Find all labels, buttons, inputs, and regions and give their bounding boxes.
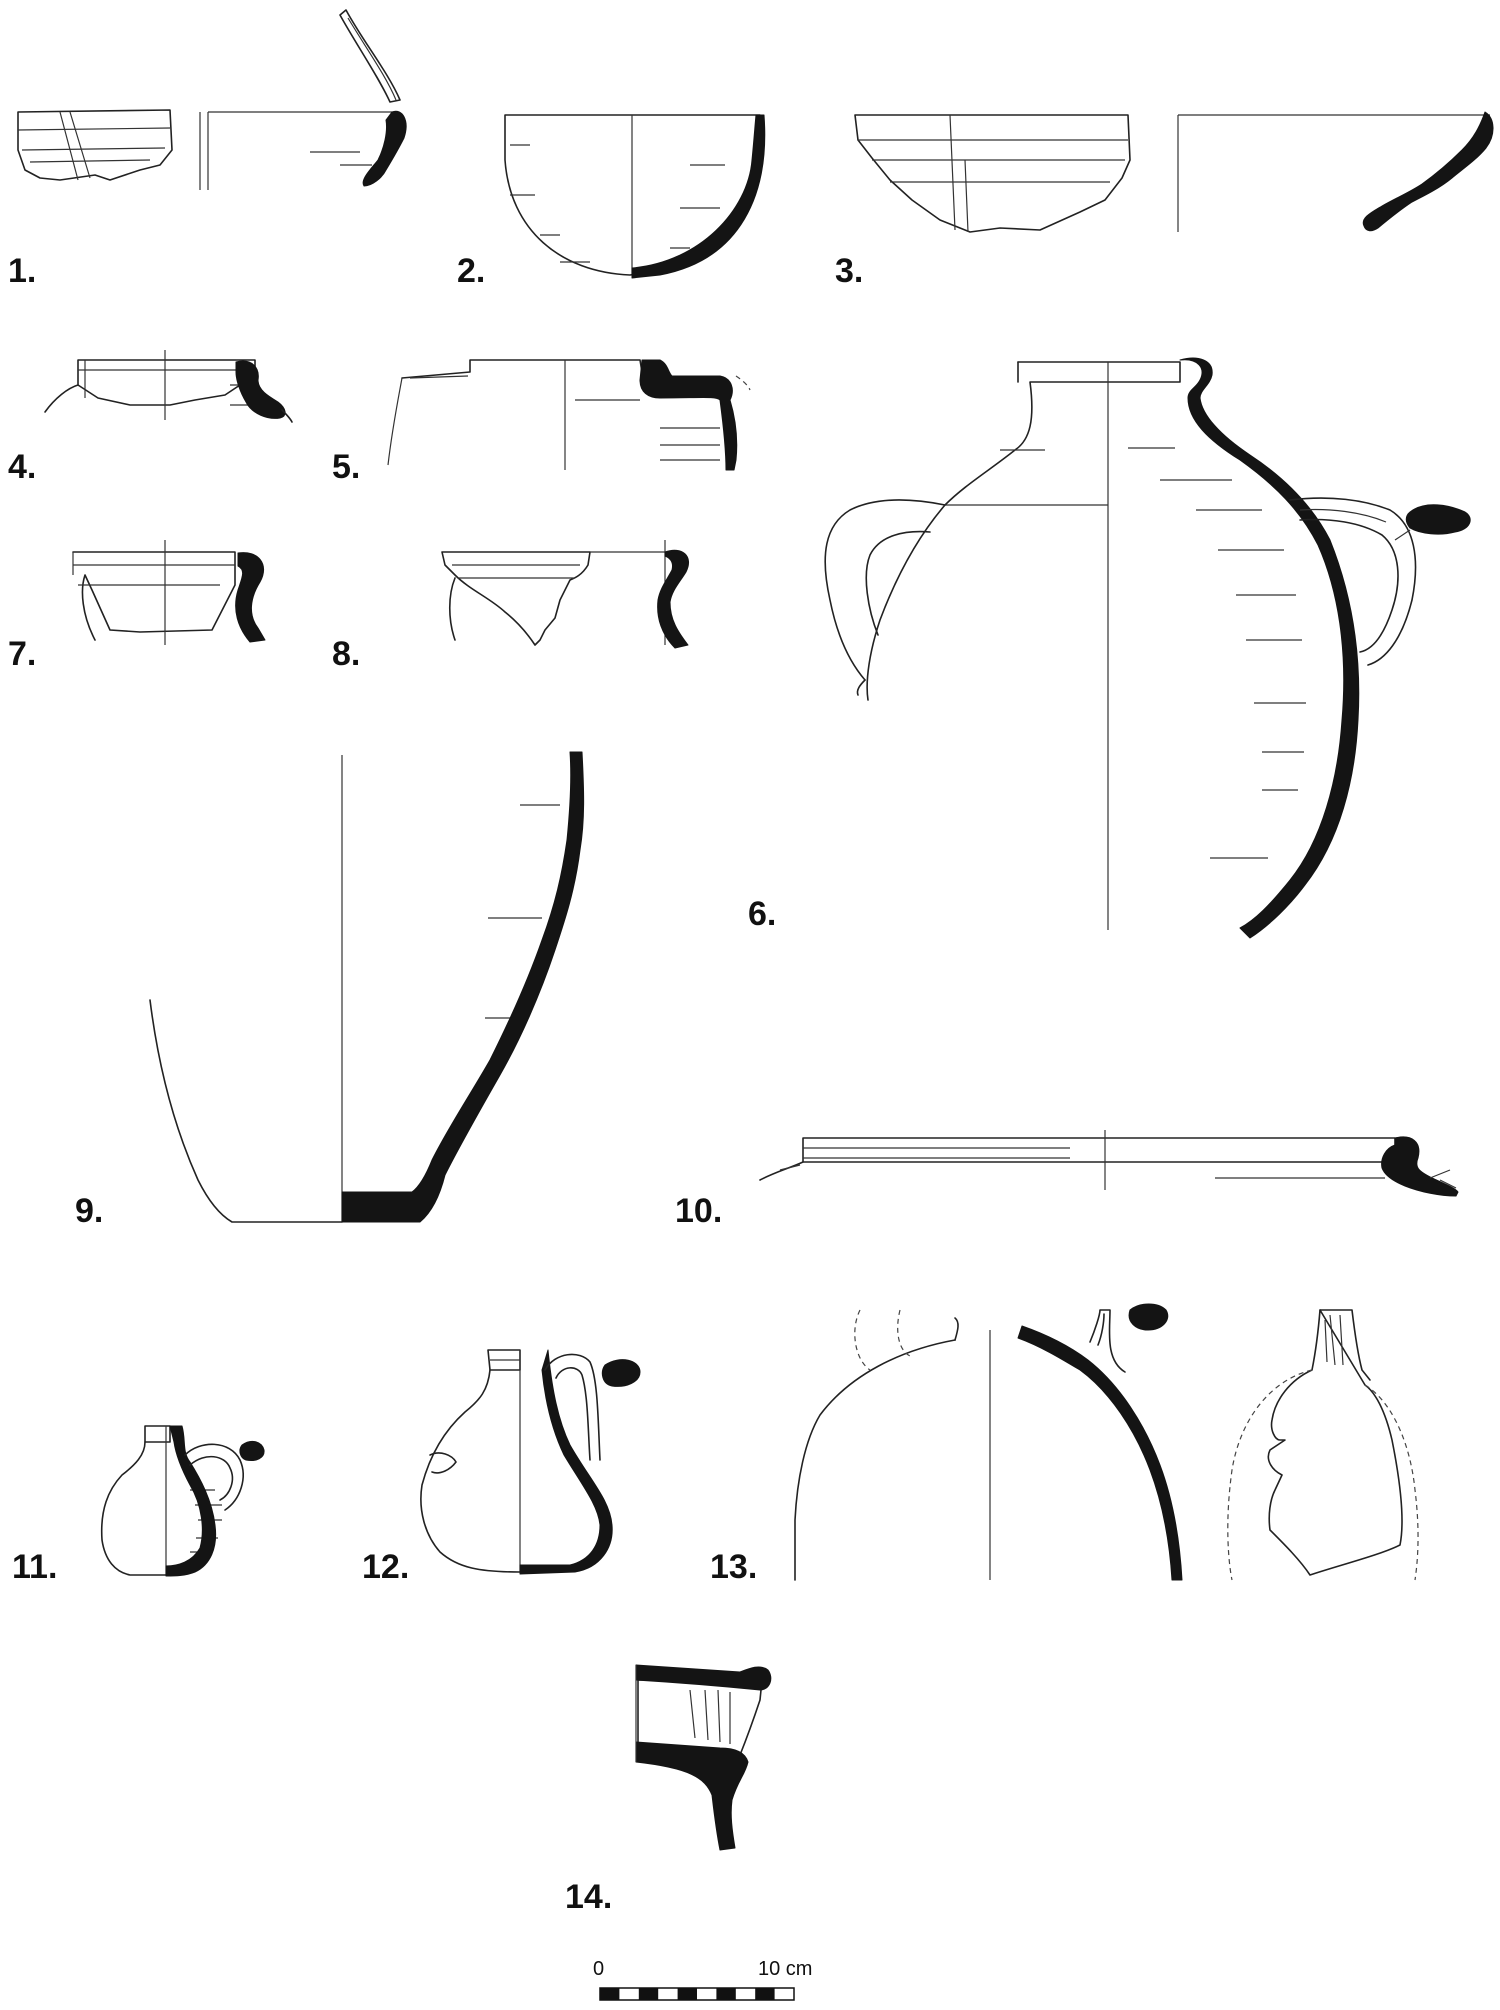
vessel-6-drawing (824, 357, 1471, 939)
scale-bar-segment (638, 1988, 659, 2000)
vessel-10-drawing (759, 1130, 1459, 1197)
vessel-9-drawing (149, 751, 585, 1223)
figure-label-14: 14. (565, 1878, 612, 1916)
vessel-13-drawing (794, 1303, 1419, 1581)
figure-label-5: 5. (332, 448, 360, 486)
figure-label-4: 4. (8, 448, 36, 486)
scale-bar-segment (677, 1988, 697, 2000)
figure-label-1: 1. (8, 252, 36, 290)
vessel-5-drawing (387, 359, 751, 471)
figure-label-8: 8. (332, 635, 360, 673)
vessel-1-drawing (17, 9, 407, 190)
scale-bar-segments (600, 1988, 775, 2000)
figure-label-12: 12. (362, 1548, 409, 1586)
vessel-8-drawing (441, 540, 689, 649)
vessel-11-drawing (100, 1425, 265, 1577)
vessel-14-drawing (635, 1664, 772, 1851)
vessel-2-drawing (504, 114, 766, 279)
scale-bar-end-label: 10 cm (758, 1958, 812, 1980)
figure-label-13: 13. (710, 1548, 757, 1586)
vessel-4-drawing (44, 350, 293, 423)
scale-bar-segment (600, 1988, 620, 2000)
vessel-3-drawing (854, 111, 1494, 233)
figure-label-10: 10. (675, 1192, 722, 1230)
figure-label-3: 3. (835, 252, 863, 290)
figure-label-9: 9. (75, 1192, 103, 1230)
figure-label-6: 6. (748, 895, 776, 933)
scale-bar-segment (716, 1988, 736, 2000)
figure-label-11: 11. (12, 1548, 57, 1586)
figure-label-2: 2. (457, 252, 485, 290)
scale-bar: 0 10 cm (593, 1958, 812, 2001)
scale-bar-segment (755, 1988, 775, 2000)
vessel-12-drawing (420, 1349, 641, 1575)
figure-label-7: 7. (8, 635, 36, 673)
vessel-7-drawing (72, 540, 266, 645)
scale-bar-start-label: 0 (593, 1958, 604, 1980)
